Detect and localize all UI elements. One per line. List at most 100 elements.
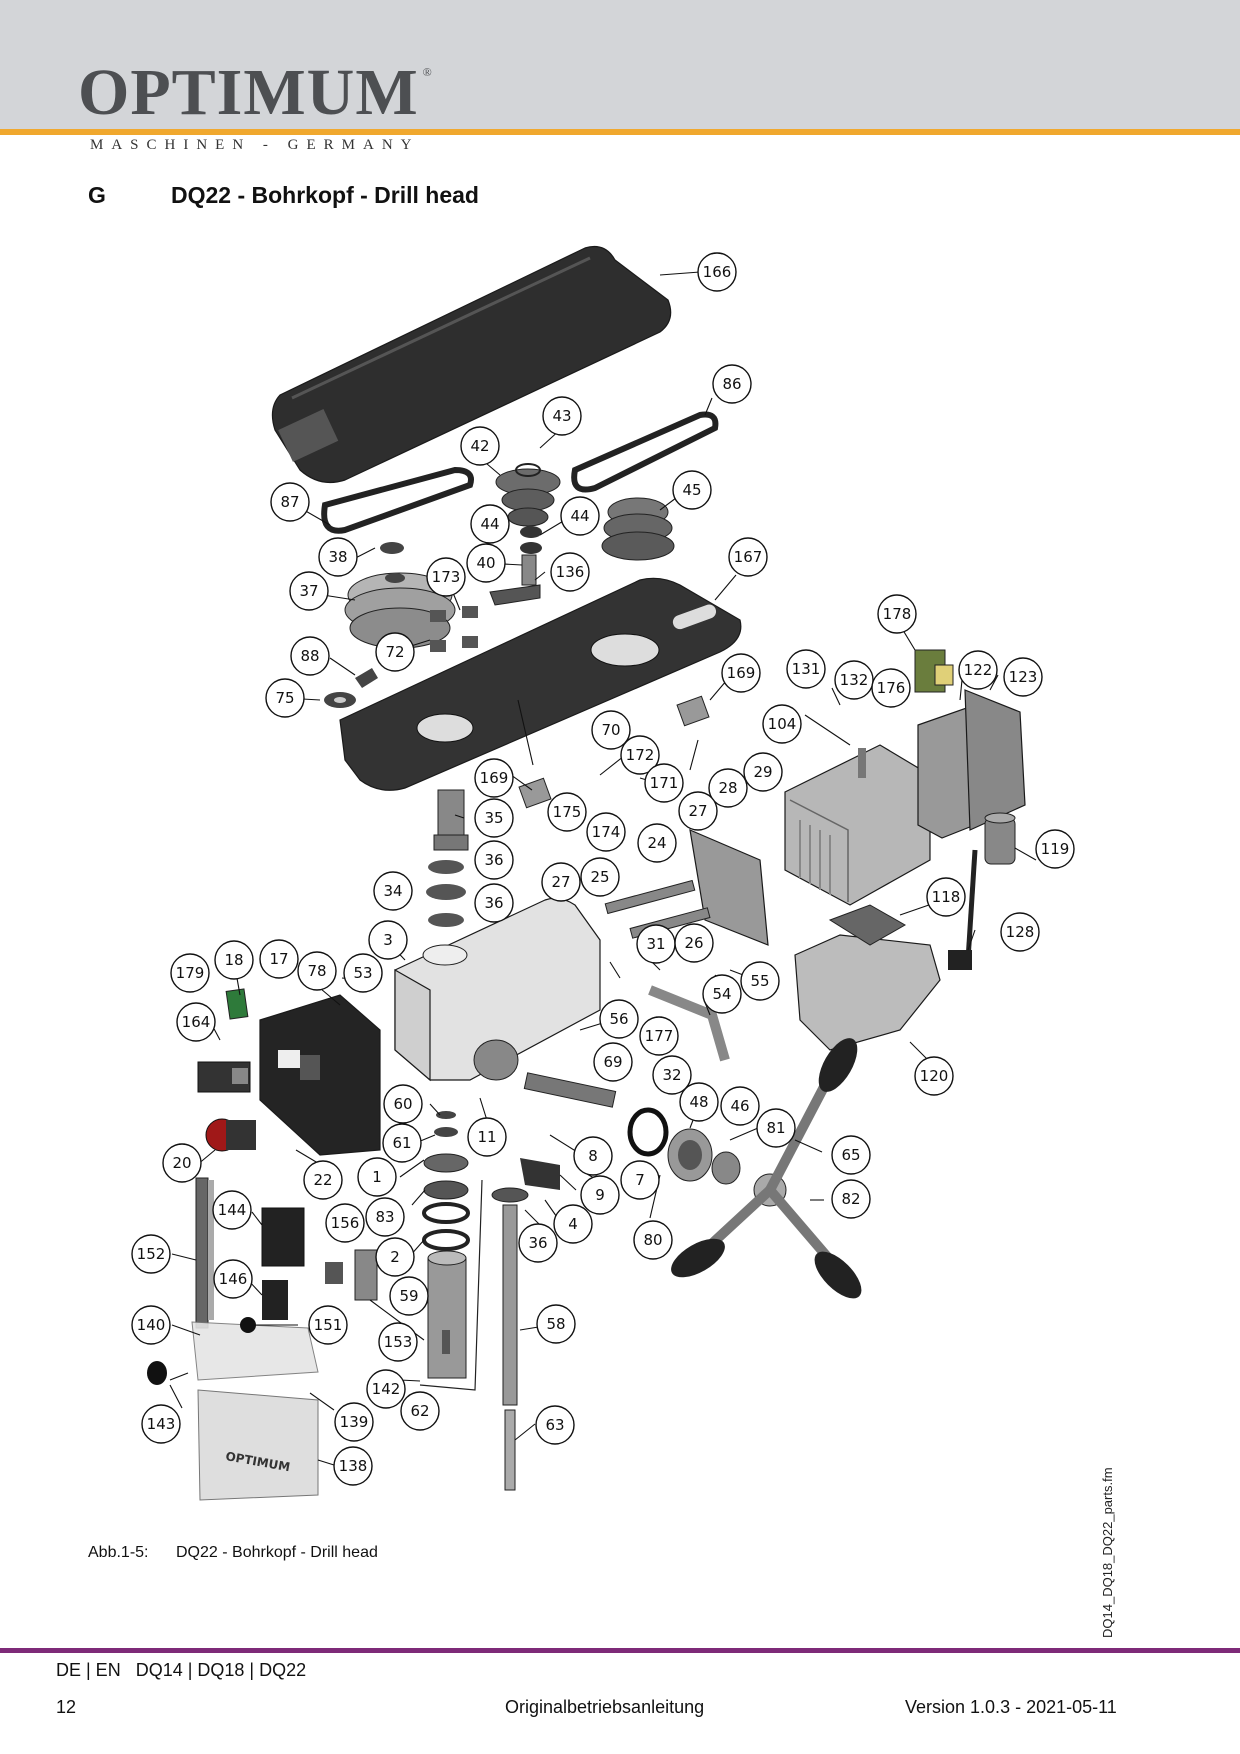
callout-42: 42 — [460, 426, 500, 466]
callout-58: 58 — [536, 1304, 576, 1344]
svg-text:58: 58 — [546, 1315, 565, 1333]
callout-48: 48 — [679, 1082, 719, 1122]
capacitor-119 — [984, 812, 1016, 865]
callout-27b: 27 — [541, 862, 581, 902]
callout-20: 20 — [162, 1143, 202, 1183]
callout-140: 140 — [131, 1305, 171, 1345]
callout-35: 35 — [474, 798, 514, 838]
footer-language-models: DE | EN DQ14 | DQ18 | DQ22 — [56, 1660, 306, 1681]
svg-text:176: 176 — [877, 679, 906, 697]
svg-text:146: 146 — [219, 1270, 248, 1288]
svg-text:55: 55 — [750, 972, 769, 990]
svg-text:104: 104 — [768, 715, 797, 733]
svg-text:169: 169 — [727, 664, 756, 682]
svg-text:175: 175 — [553, 803, 582, 821]
callout-144: 144 — [212, 1190, 252, 1230]
callout-118: 118 — [926, 877, 966, 917]
callout-2: 2 — [375, 1237, 415, 1277]
svg-text:164: 164 — [182, 1013, 211, 1031]
svg-text:31: 31 — [646, 935, 665, 953]
svg-text:7: 7 — [635, 1171, 645, 1189]
svg-text:138: 138 — [339, 1457, 368, 1475]
callout-177: 177 — [639, 1016, 679, 1056]
callout-45: 45 — [672, 470, 712, 510]
switch-178 — [914, 649, 954, 693]
svg-text:46: 46 — [730, 1097, 749, 1115]
svg-text:179: 179 — [176, 964, 205, 982]
callout-167: 167 — [728, 537, 768, 577]
callout-142: 142 — [366, 1369, 406, 1409]
callout-36b: 36 — [474, 883, 514, 923]
svg-text:152: 152 — [137, 1245, 166, 1263]
callout-104: 104 — [762, 704, 802, 744]
svg-text:2: 2 — [390, 1248, 400, 1266]
callout-146: 146 — [213, 1259, 253, 1299]
lever-32 — [648, 985, 730, 1062]
callout-171: 171 — [644, 763, 684, 803]
svg-text:4: 4 — [568, 1215, 578, 1233]
svg-text:69: 69 — [603, 1053, 622, 1071]
svg-text:174: 174 — [592, 823, 621, 841]
callout-175: 175 — [547, 792, 587, 832]
side-filename: DQ14_DQ18_DQ22_parts.fm — [1100, 1467, 1115, 1638]
housing-3 — [394, 897, 601, 1082]
callout-132: 132 — [834, 660, 874, 700]
svg-text:118: 118 — [932, 888, 961, 906]
svg-text:123: 123 — [1009, 668, 1038, 686]
callout-46: 46 — [720, 1086, 760, 1126]
figure-caption-number: Abb.1-5: — [88, 1544, 149, 1561]
svg-text:61: 61 — [392, 1134, 411, 1152]
svg-text:139: 139 — [340, 1413, 369, 1431]
callout-136: 136 — [550, 552, 590, 592]
callout-56: 56 — [599, 999, 639, 1039]
svg-text:70: 70 — [601, 721, 620, 739]
brand-name: OPTIMUM — [78, 56, 419, 129]
svg-text:173: 173 — [432, 568, 461, 586]
spindle-58-63 — [491, 1187, 529, 1491]
callout-63: 63 — [535, 1405, 575, 1445]
callout-36c: 36 — [518, 1223, 558, 1263]
callout-36a: 36 — [474, 840, 514, 880]
callout-75: 75 — [265, 678, 305, 718]
motor-104 — [784, 744, 931, 906]
svg-text:169: 169 — [480, 769, 509, 787]
svg-text:59: 59 — [399, 1287, 418, 1305]
callout-22: 22 — [303, 1160, 343, 1200]
svg-text:81: 81 — [766, 1119, 785, 1137]
svg-text:86: 86 — [722, 375, 741, 393]
chuck-guard-138-139: OPTIMUM — [191, 1321, 319, 1501]
figure-caption-text: DQ22 - Bohrkopf - Drill head — [176, 1544, 378, 1561]
callout-164: 164 — [176, 1002, 216, 1042]
svg-text:34: 34 — [383, 882, 402, 900]
svg-text:83: 83 — [375, 1208, 394, 1226]
callout-60: 60 — [383, 1084, 423, 1124]
hinge-169 — [518, 695, 710, 809]
callout-119: 119 — [1035, 829, 1075, 869]
callout-122: 122 — [958, 650, 998, 690]
pulley-45 — [601, 497, 675, 561]
callout-8: 8 — [573, 1136, 613, 1176]
svg-text:28: 28 — [718, 779, 737, 797]
registered-mark: ® — [422, 65, 433, 79]
callout-169b: 169 — [474, 758, 514, 798]
microswitch-144 — [261, 1207, 305, 1267]
callout-178: 178 — [877, 594, 917, 634]
callout-80: 80 — [633, 1220, 673, 1260]
callout-27a: 27 — [678, 791, 718, 831]
bearing-44 — [520, 526, 542, 554]
latch-4 — [520, 1158, 560, 1190]
pulley-37 — [344, 542, 456, 649]
svg-text:172: 172 — [626, 746, 655, 764]
svg-text:36: 36 — [528, 1234, 547, 1252]
bearings-stack — [422, 1111, 470, 1251]
callout-86: 86 — [712, 364, 752, 404]
svg-text:25: 25 — [590, 868, 609, 886]
motor-cover-120 — [794, 904, 941, 1051]
svg-text:36: 36 — [484, 894, 503, 912]
callout-1: 1 — [357, 1157, 397, 1197]
svg-text:22: 22 — [313, 1171, 332, 1189]
svg-text:20: 20 — [172, 1154, 191, 1172]
handwheel-65 — [671, 1038, 862, 1299]
svg-text:38: 38 — [328, 548, 347, 566]
svg-text:9: 9 — [595, 1186, 605, 1204]
